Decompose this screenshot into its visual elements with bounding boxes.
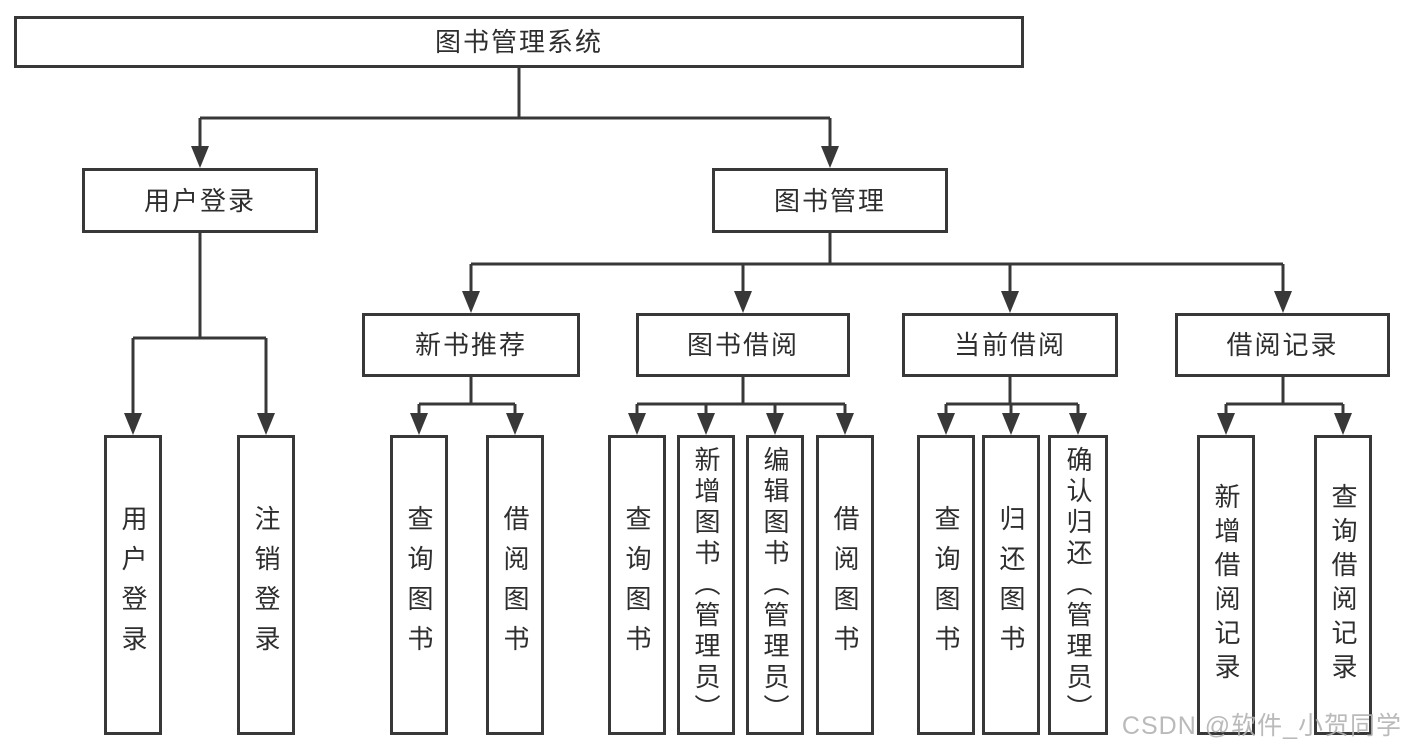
node-edit-books-admin: 编辑图书（管理员） [746, 435, 804, 735]
node-query-books: 查询图书 [917, 435, 975, 735]
node-user-login-label: 用户登录 [143, 185, 256, 216]
node-library-system: 图书管理系统 [14, 16, 1024, 68]
node-library-system-label: 图书管理系统 [434, 27, 603, 57]
node-query-books: 查询图书 [390, 435, 448, 735]
node-return-books-label: 归还图书 [996, 505, 1026, 665]
node-add-books-admin-label: 新增图书（管理员） [691, 445, 721, 725]
node-borrow-books-label: 借阅图书 [830, 505, 860, 665]
node-query-books-label: 查询图书 [404, 505, 434, 665]
node-edit-books-admin-label: 编辑图书（管理员） [760, 445, 790, 725]
node-new-book-recommendation: 新书推荐 [362, 313, 580, 377]
node-book-management-label: 图书管理 [773, 185, 886, 216]
node-add-borrow-record: 新增借阅记录 [1197, 435, 1255, 735]
node-confirm-return-admin-label: 确认归还（管理员） [1063, 445, 1093, 725]
node-user-login-leaf: 用户登录 [104, 435, 162, 735]
node-new-book-recommendation-label: 新书推荐 [414, 330, 527, 360]
node-book-borrowing: 图书借阅 [636, 313, 850, 377]
node-book-borrowing-label: 图书借阅 [686, 330, 799, 360]
node-confirm-return-admin: 确认归还（管理员） [1048, 435, 1108, 735]
node-logout: 注销登录 [237, 435, 295, 735]
node-return-books: 归还图书 [982, 435, 1040, 735]
node-query-books: 查询图书 [608, 435, 666, 735]
node-query-borrow-record: 查询借阅记录 [1314, 435, 1372, 735]
node-current-borrowing-label: 当前借阅 [953, 330, 1066, 360]
node-query-books-label: 查询图书 [931, 505, 961, 665]
node-borrow-books: 借阅图书 [486, 435, 544, 735]
node-borrowing-records-label: 借阅记录 [1226, 330, 1339, 360]
csdn-watermark: CSDN @软件_小贺同学 [1121, 712, 1402, 740]
node-query-books-label: 查询图书 [622, 505, 652, 665]
node-user-login-leaf-label: 用户登录 [118, 505, 148, 665]
node-logout-label: 注销登录 [251, 505, 281, 665]
node-query-borrow-record-label: 查询借阅记录 [1328, 483, 1358, 687]
node-borrow-books: 借阅图书 [816, 435, 874, 735]
node-add-borrow-record-label: 新增借阅记录 [1211, 483, 1241, 687]
node-borrow-books-label: 借阅图书 [500, 505, 530, 665]
node-borrowing-records: 借阅记录 [1175, 313, 1390, 377]
node-current-borrowing: 当前借阅 [902, 313, 1118, 377]
node-add-books-admin: 新增图书（管理员） [677, 435, 735, 735]
node-user-login: 用户登录 [82, 168, 318, 233]
node-book-management: 图书管理 [712, 168, 948, 233]
